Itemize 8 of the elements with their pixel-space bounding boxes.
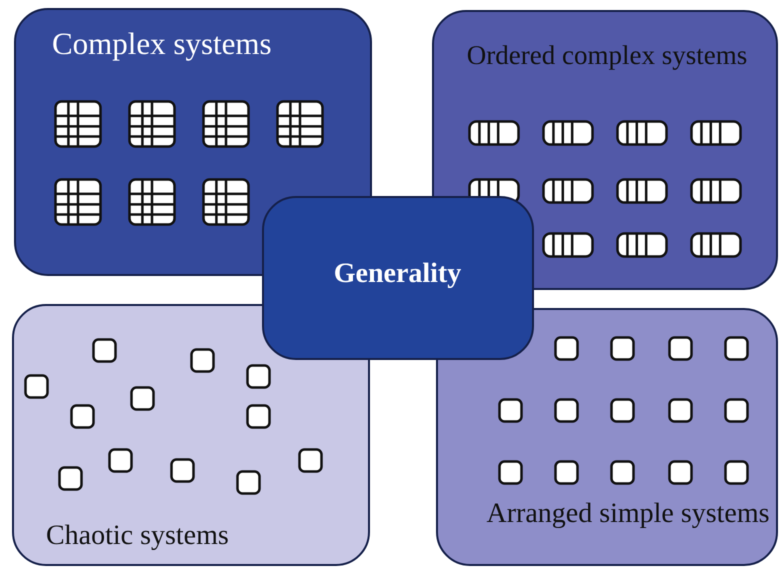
panel-title: Arranged simple systems <box>485 500 771 528</box>
panel-title: Complex systems <box>52 28 273 59</box>
panel-title: Generality <box>332 260 462 288</box>
panel-title: Chaotic systems <box>46 522 230 550</box>
panel-title: Ordered complex systems <box>466 42 748 69</box>
center-box <box>262 196 534 360</box>
quadrant-panel <box>436 308 778 566</box>
quadrant-panel <box>12 304 370 566</box>
